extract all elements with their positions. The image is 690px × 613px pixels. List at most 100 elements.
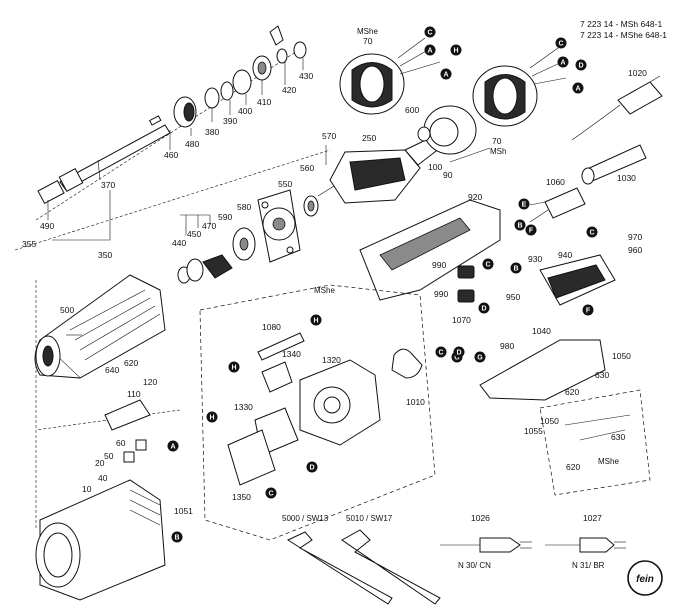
gear-housing [34,274,166,379]
part-number-620b: 620 [565,387,579,397]
part-number-1010: 1010 [406,397,425,407]
svg-text:A: A [443,72,448,79]
svg-text:B: B [513,266,518,273]
switch-assembly [539,254,616,306]
part-number-1080: 1080 [262,322,281,332]
part-number-20: 20 [95,458,105,468]
ref-marker-h: H [206,411,218,423]
part-number-440: 440 [172,238,186,248]
power-cable [571,75,663,141]
part-number-420: 420 [282,85,296,95]
part-number-1026: 1026 [471,513,490,523]
part-number-1320: 1320 [322,355,341,365]
part-number-390: 390 [223,116,237,126]
part-number-980: 980 [500,341,514,351]
label-plug-br: N 31/ BR [572,561,605,570]
ref-marker-c: C [265,487,277,499]
label-wrench-sw13: 5000 / SW13 [282,514,329,523]
svg-text:H: H [453,48,458,55]
ref-marker-c: C [424,26,436,38]
part-number-940: 940 [558,250,572,260]
svg-text:fein: fein [636,574,654,585]
svg-text:A: A [560,60,565,67]
part-number-630a: 630 [595,370,609,380]
part-number-560: 560 [300,163,314,173]
handle-cover [479,339,606,401]
motor-housing [35,479,166,601]
ref-marker-d: D [478,302,490,314]
svg-text:H: H [231,365,236,372]
gasket-1010 [391,348,423,379]
part-number-400: 400 [238,106,252,116]
ref-marker-a: A [424,44,436,56]
capacitor [529,187,586,223]
part-number-1051: 1051 [174,506,193,516]
part-number-970: 970 [628,232,642,242]
svg-text:A: A [170,444,175,451]
part-number-640: 640 [105,365,119,375]
part-number-1350: 1350 [232,492,251,502]
part-number-920: 920 [468,192,482,202]
ref-marker-b: B [171,531,183,543]
part-number-600: 600 [405,105,419,115]
svg-text:C: C [558,41,563,48]
part-number-480: 480 [185,139,199,149]
field-coil-msh [472,65,538,127]
part-number-40: 40 [98,473,108,483]
ref-marker-d: D [306,461,318,473]
part-number-70b: 70 [492,136,502,146]
spindle-assembly [37,115,171,205]
part-number-470: 470 [202,221,216,231]
part-number-990a: 990 [432,260,446,270]
part-number-1050b: 1050 [540,416,559,426]
part-number-990b: 990 [434,289,448,299]
ref-marker-h: H [310,314,322,326]
svg-text:C: C [427,30,432,37]
part-number-1060: 1060 [546,177,565,187]
ref-marker-h: H [450,44,462,56]
part-number-355: 355 [22,239,36,249]
gear-set [177,227,256,284]
speed-control [227,407,299,486]
electronic-module [299,359,381,446]
part-number-110: 110 [127,389,141,399]
part-number-630b: 630 [611,432,625,442]
ref-marker-e: E [518,198,530,210]
part-number-950: 950 [506,292,520,302]
ref-marker-f: F [525,224,537,236]
bearing-560 [303,195,319,217]
shaft-1080 [257,332,305,361]
plug-br [545,537,626,553]
ref-marker-c: C [435,346,447,358]
svg-text:D: D [456,350,461,357]
svg-text:C: C [589,230,594,237]
part-number-70a: 70 [363,36,373,46]
svg-text:C: C [485,262,490,269]
svg-text:A: A [427,48,432,55]
part-number-960: 960 [628,245,642,255]
ref-marker-a: A [572,82,584,94]
coil-wires [397,37,567,85]
svg-text:E: E [522,202,527,209]
brush-holder [104,399,151,463]
ref-marker-d: D [453,346,465,358]
part-number-1330: 1330 [234,402,253,412]
svg-text:F: F [586,308,591,315]
part-number-1027: 1027 [583,513,602,523]
part-number-120: 120 [143,377,157,387]
part-number-1050a: 1050 [612,351,631,361]
bearing-plate [257,189,301,263]
part-number-370: 370 [101,180,115,190]
cover-1340 [261,361,293,393]
ref-marker-a: A [440,68,452,80]
label-mshe-right: MShe [598,457,619,466]
stator-housing [417,105,477,155]
ref-marker-c: C [482,258,494,270]
part-number-350: 350 [98,250,112,260]
part-number-250: 250 [362,133,376,143]
part-number-1070: 1070 [452,315,471,325]
svg-text:F: F [529,228,534,235]
part-number-50: 50 [104,451,114,461]
